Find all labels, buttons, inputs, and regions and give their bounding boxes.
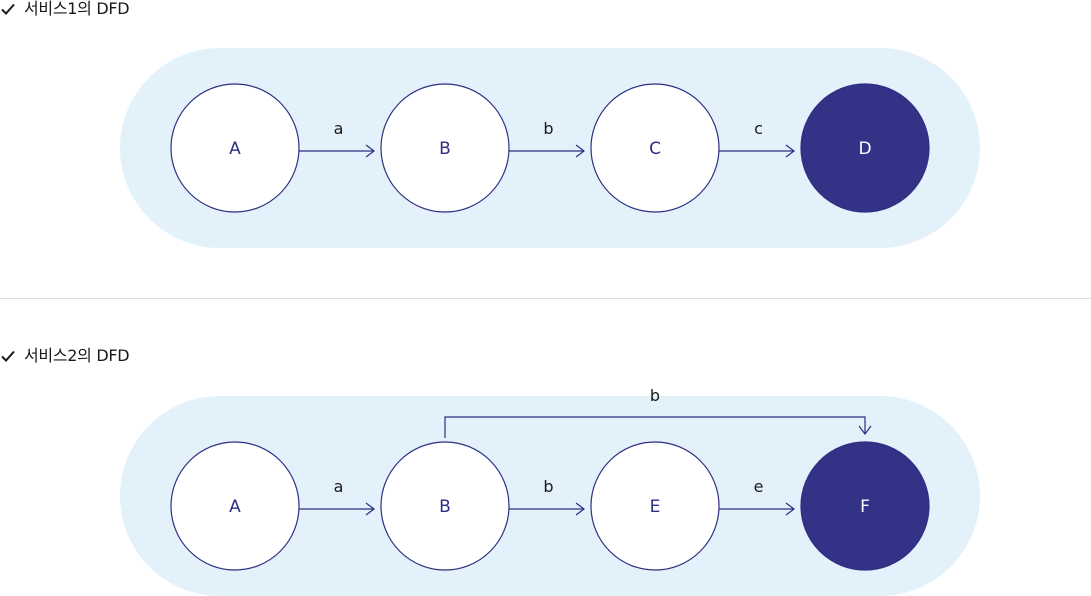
flow-label: e bbox=[754, 477, 764, 496]
node-circle bbox=[170, 441, 300, 571]
node-circle bbox=[590, 441, 720, 571]
node-label: A bbox=[229, 139, 241, 159]
node-circle bbox=[380, 441, 510, 571]
arrowhead bbox=[365, 144, 375, 158]
section-divider bbox=[0, 298, 1091, 299]
data-flow-b-e: b bbox=[509, 477, 585, 516]
check-icon bbox=[1, 3, 15, 15]
arrowhead bbox=[575, 502, 585, 516]
data-flow-e-f: e bbox=[719, 477, 795, 516]
section-1-title-text: 서비스1의 DFD bbox=[24, 0, 130, 18]
node-label: D bbox=[858, 139, 871, 159]
arrowhead bbox=[858, 425, 872, 435]
process-node-a: A bbox=[170, 83, 300, 213]
process-node-c: C bbox=[590, 83, 720, 213]
flow-label: c bbox=[754, 119, 763, 138]
node-circle bbox=[170, 83, 300, 213]
arrowhead bbox=[365, 502, 375, 516]
node-label: C bbox=[649, 139, 661, 159]
data-flow-c-d: c bbox=[719, 119, 795, 158]
data-flow-b-f: b bbox=[444, 386, 872, 438]
section-1-title: 서비스1의 DFD bbox=[0, 0, 130, 18]
flow-label: a bbox=[334, 477, 344, 496]
node-label: E bbox=[650, 497, 661, 517]
flow-label: b bbox=[543, 119, 553, 138]
data-flow-a-b: a bbox=[299, 477, 375, 516]
section-2-title-text: 서비스2의 DFD bbox=[24, 346, 130, 365]
node-label: F bbox=[860, 497, 870, 517]
arrowhead bbox=[785, 502, 795, 516]
flow-label: b bbox=[543, 477, 553, 496]
node-circle bbox=[380, 83, 510, 213]
process-node-b: B bbox=[380, 441, 510, 571]
arrowhead bbox=[785, 144, 795, 158]
dfd-container bbox=[120, 396, 980, 596]
data-flow-a-b: a bbox=[299, 119, 375, 158]
process-node-a: A bbox=[170, 441, 300, 571]
node-label: B bbox=[439, 139, 451, 159]
section-2-title: 서비스2의 DFD bbox=[0, 346, 130, 365]
node-label: B bbox=[439, 497, 451, 517]
flow-label: b bbox=[650, 386, 660, 405]
arrowhead bbox=[575, 144, 585, 158]
terminal-node-circle bbox=[800, 83, 930, 213]
node-circle bbox=[590, 83, 720, 213]
process-node-f: F bbox=[800, 441, 930, 571]
process-node-d: D bbox=[800, 83, 930, 213]
process-node-b: B bbox=[380, 83, 510, 213]
dfd-container bbox=[120, 48, 980, 248]
flow-line bbox=[444, 416, 866, 438]
node-label: A bbox=[229, 497, 241, 517]
check-icon bbox=[1, 350, 15, 362]
data-flow-b-c: b bbox=[509, 119, 585, 158]
process-node-e: E bbox=[590, 441, 720, 571]
dfd-diagram-1: a b c A B C D bbox=[120, 48, 980, 248]
flow-label: a bbox=[334, 119, 344, 138]
terminal-node-circle bbox=[800, 441, 930, 571]
